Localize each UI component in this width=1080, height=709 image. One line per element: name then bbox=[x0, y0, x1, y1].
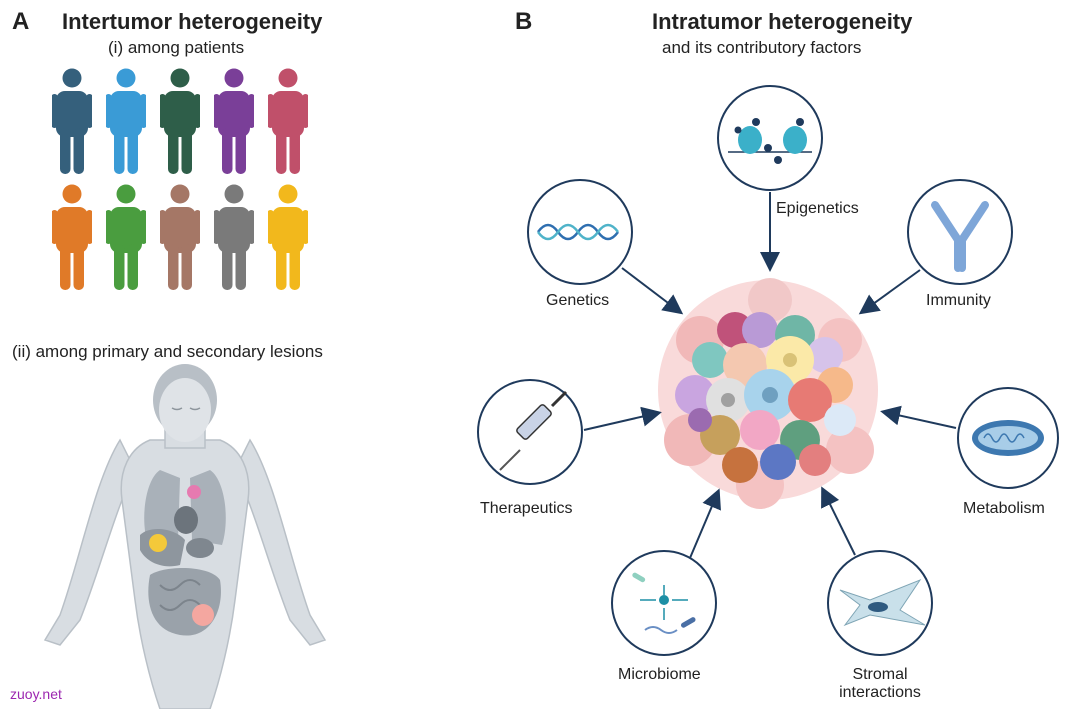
factor-circle-epigenetics bbox=[717, 85, 823, 191]
arrows bbox=[583, 192, 957, 559]
panel-b-letter: B bbox=[515, 8, 533, 35]
factor-circle-stromal bbox=[827, 550, 933, 656]
label-immunity: Immunity bbox=[926, 292, 991, 309]
factor-circle-microbiome bbox=[611, 550, 717, 656]
panel-b-title: Intratumor heterogeneity bbox=[652, 9, 913, 34]
label-epigenetics: Epigenetics bbox=[776, 200, 859, 217]
factor-circle-metabolism bbox=[957, 387, 1059, 489]
panel-a-subtitle-patients: (i) among patients bbox=[108, 38, 245, 57]
patient-figure bbox=[160, 184, 200, 290]
label-stromal-interactions: Stromal interactions bbox=[830, 666, 930, 702]
patient-figure bbox=[268, 68, 308, 174]
anatomy-figure bbox=[43, 364, 327, 709]
patient-figure bbox=[160, 68, 200, 174]
label-microbiome: Microbiome bbox=[618, 666, 701, 683]
patients-row-1 bbox=[52, 68, 308, 174]
factor-circle-genetics bbox=[527, 179, 633, 285]
patient-figure bbox=[52, 184, 92, 290]
patient-figure bbox=[52, 68, 92, 174]
patient-figure bbox=[214, 184, 254, 290]
panel-b-subtitle: and its contributory factors bbox=[662, 38, 862, 57]
factor-circle-immunity bbox=[907, 179, 1013, 285]
panel-a-subtitle-lesions: (ii) among primary and secondary lesions bbox=[12, 342, 323, 361]
patient-figure bbox=[268, 184, 308, 290]
label-metabolism: Metabolism bbox=[963, 500, 1045, 517]
panel-a-letter: A bbox=[12, 8, 30, 35]
patient-figure bbox=[106, 68, 146, 174]
label-stromal-line2: interactions bbox=[839, 684, 921, 701]
patient-figure bbox=[106, 184, 146, 290]
watermark: zuoy.net bbox=[10, 686, 62, 702]
patient-figure bbox=[214, 68, 254, 174]
patients-row-2 bbox=[52, 184, 308, 290]
factor-circle-therapeutics bbox=[477, 379, 583, 485]
tumor-cluster bbox=[658, 278, 878, 509]
panel-a-title: Intertumor heterogeneity bbox=[62, 9, 323, 34]
label-genetics: Genetics bbox=[546, 292, 610, 309]
label-therapeutics: Therapeutics bbox=[480, 500, 573, 517]
label-stromal-line1: Stromal bbox=[852, 666, 908, 683]
